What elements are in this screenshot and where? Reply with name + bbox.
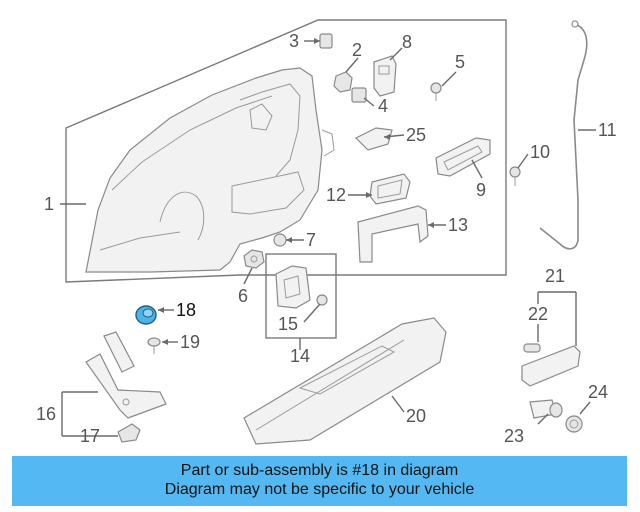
bracket-part-13 bbox=[357, 205, 429, 263]
banner-line-2: Diagram may not be specific to your vehi… bbox=[164, 481, 475, 498]
parts-diagram: 1 2 3 4 5 6 7 8 9 10 11 12 13 14 15 16 1… bbox=[36, 19, 617, 446]
clip-part-4 bbox=[351, 87, 367, 103]
quarter-trim-panel bbox=[85, 67, 335, 273]
garnish-part-20 bbox=[243, 317, 447, 445]
screw-part-10 bbox=[509, 166, 521, 186]
callout-10: 10 bbox=[530, 142, 550, 162]
cover-part-25 bbox=[354, 127, 393, 151]
callout-21: 21 bbox=[545, 266, 565, 286]
callout-13: 13 bbox=[448, 215, 468, 235]
leader-arrowheads bbox=[158, 38, 434, 345]
bracket-part-8 bbox=[373, 55, 397, 97]
handle-part-9 bbox=[435, 137, 491, 177]
bracket-part-16 bbox=[85, 331, 167, 419]
callout-16: 16 bbox=[36, 404, 56, 424]
callout-20: 20 bbox=[406, 406, 426, 426]
callout-25: 25 bbox=[406, 125, 426, 145]
callout-22: 22 bbox=[528, 304, 548, 324]
callout-11: 11 bbox=[598, 120, 617, 140]
callout-15: 15 bbox=[278, 314, 298, 334]
sub-assembly-box-14 bbox=[265, 253, 337, 339]
callout-labels: 1 2 3 4 5 6 7 8 9 10 11 12 13 14 15 16 1… bbox=[36, 31, 617, 446]
callout-18: 18 bbox=[176, 300, 196, 320]
callout-19: 19 bbox=[180, 332, 200, 352]
callout-23: 23 bbox=[504, 426, 524, 446]
main-panel-frame bbox=[65, 19, 507, 283]
callout-2: 2 bbox=[352, 40, 362, 60]
callout-4: 4 bbox=[378, 96, 388, 116]
cable-part-11 bbox=[539, 20, 588, 250]
callout-17: 17 bbox=[80, 426, 100, 446]
bolt-part-19 bbox=[147, 337, 161, 354]
callout-12: 12 bbox=[326, 185, 346, 205]
callout-9: 9 bbox=[476, 180, 486, 200]
lamp-part-12 bbox=[369, 173, 411, 205]
callout-14: 14 bbox=[290, 346, 310, 366]
callout-24: 24 bbox=[588, 382, 608, 402]
callout-8: 8 bbox=[402, 32, 412, 52]
clip-part-17 bbox=[117, 423, 141, 443]
info-banner: Part or sub-assembly is #18 in diagram D… bbox=[12, 456, 627, 506]
banner-line-1: Part or sub-assembly is #18 in diagram bbox=[180, 462, 459, 479]
bulb-part-24 bbox=[565, 415, 583, 433]
callout-7: 7 bbox=[306, 230, 316, 250]
clip-part-7 bbox=[273, 233, 287, 247]
nut-part-18-highlighted[interactable] bbox=[135, 305, 157, 325]
clip-part-3 bbox=[319, 33, 333, 49]
screw-part-5 bbox=[430, 82, 442, 101]
lamp-bracket-part-21 bbox=[521, 343, 581, 387]
callout-6: 6 bbox=[238, 286, 248, 306]
callout-1: 1 bbox=[44, 194, 54, 214]
callout-3: 3 bbox=[289, 31, 299, 51]
callout-5: 5 bbox=[455, 52, 465, 72]
nut-part-6 bbox=[243, 249, 265, 269]
clip-part-2 bbox=[333, 71, 353, 93]
socket-part-23 bbox=[529, 399, 563, 419]
